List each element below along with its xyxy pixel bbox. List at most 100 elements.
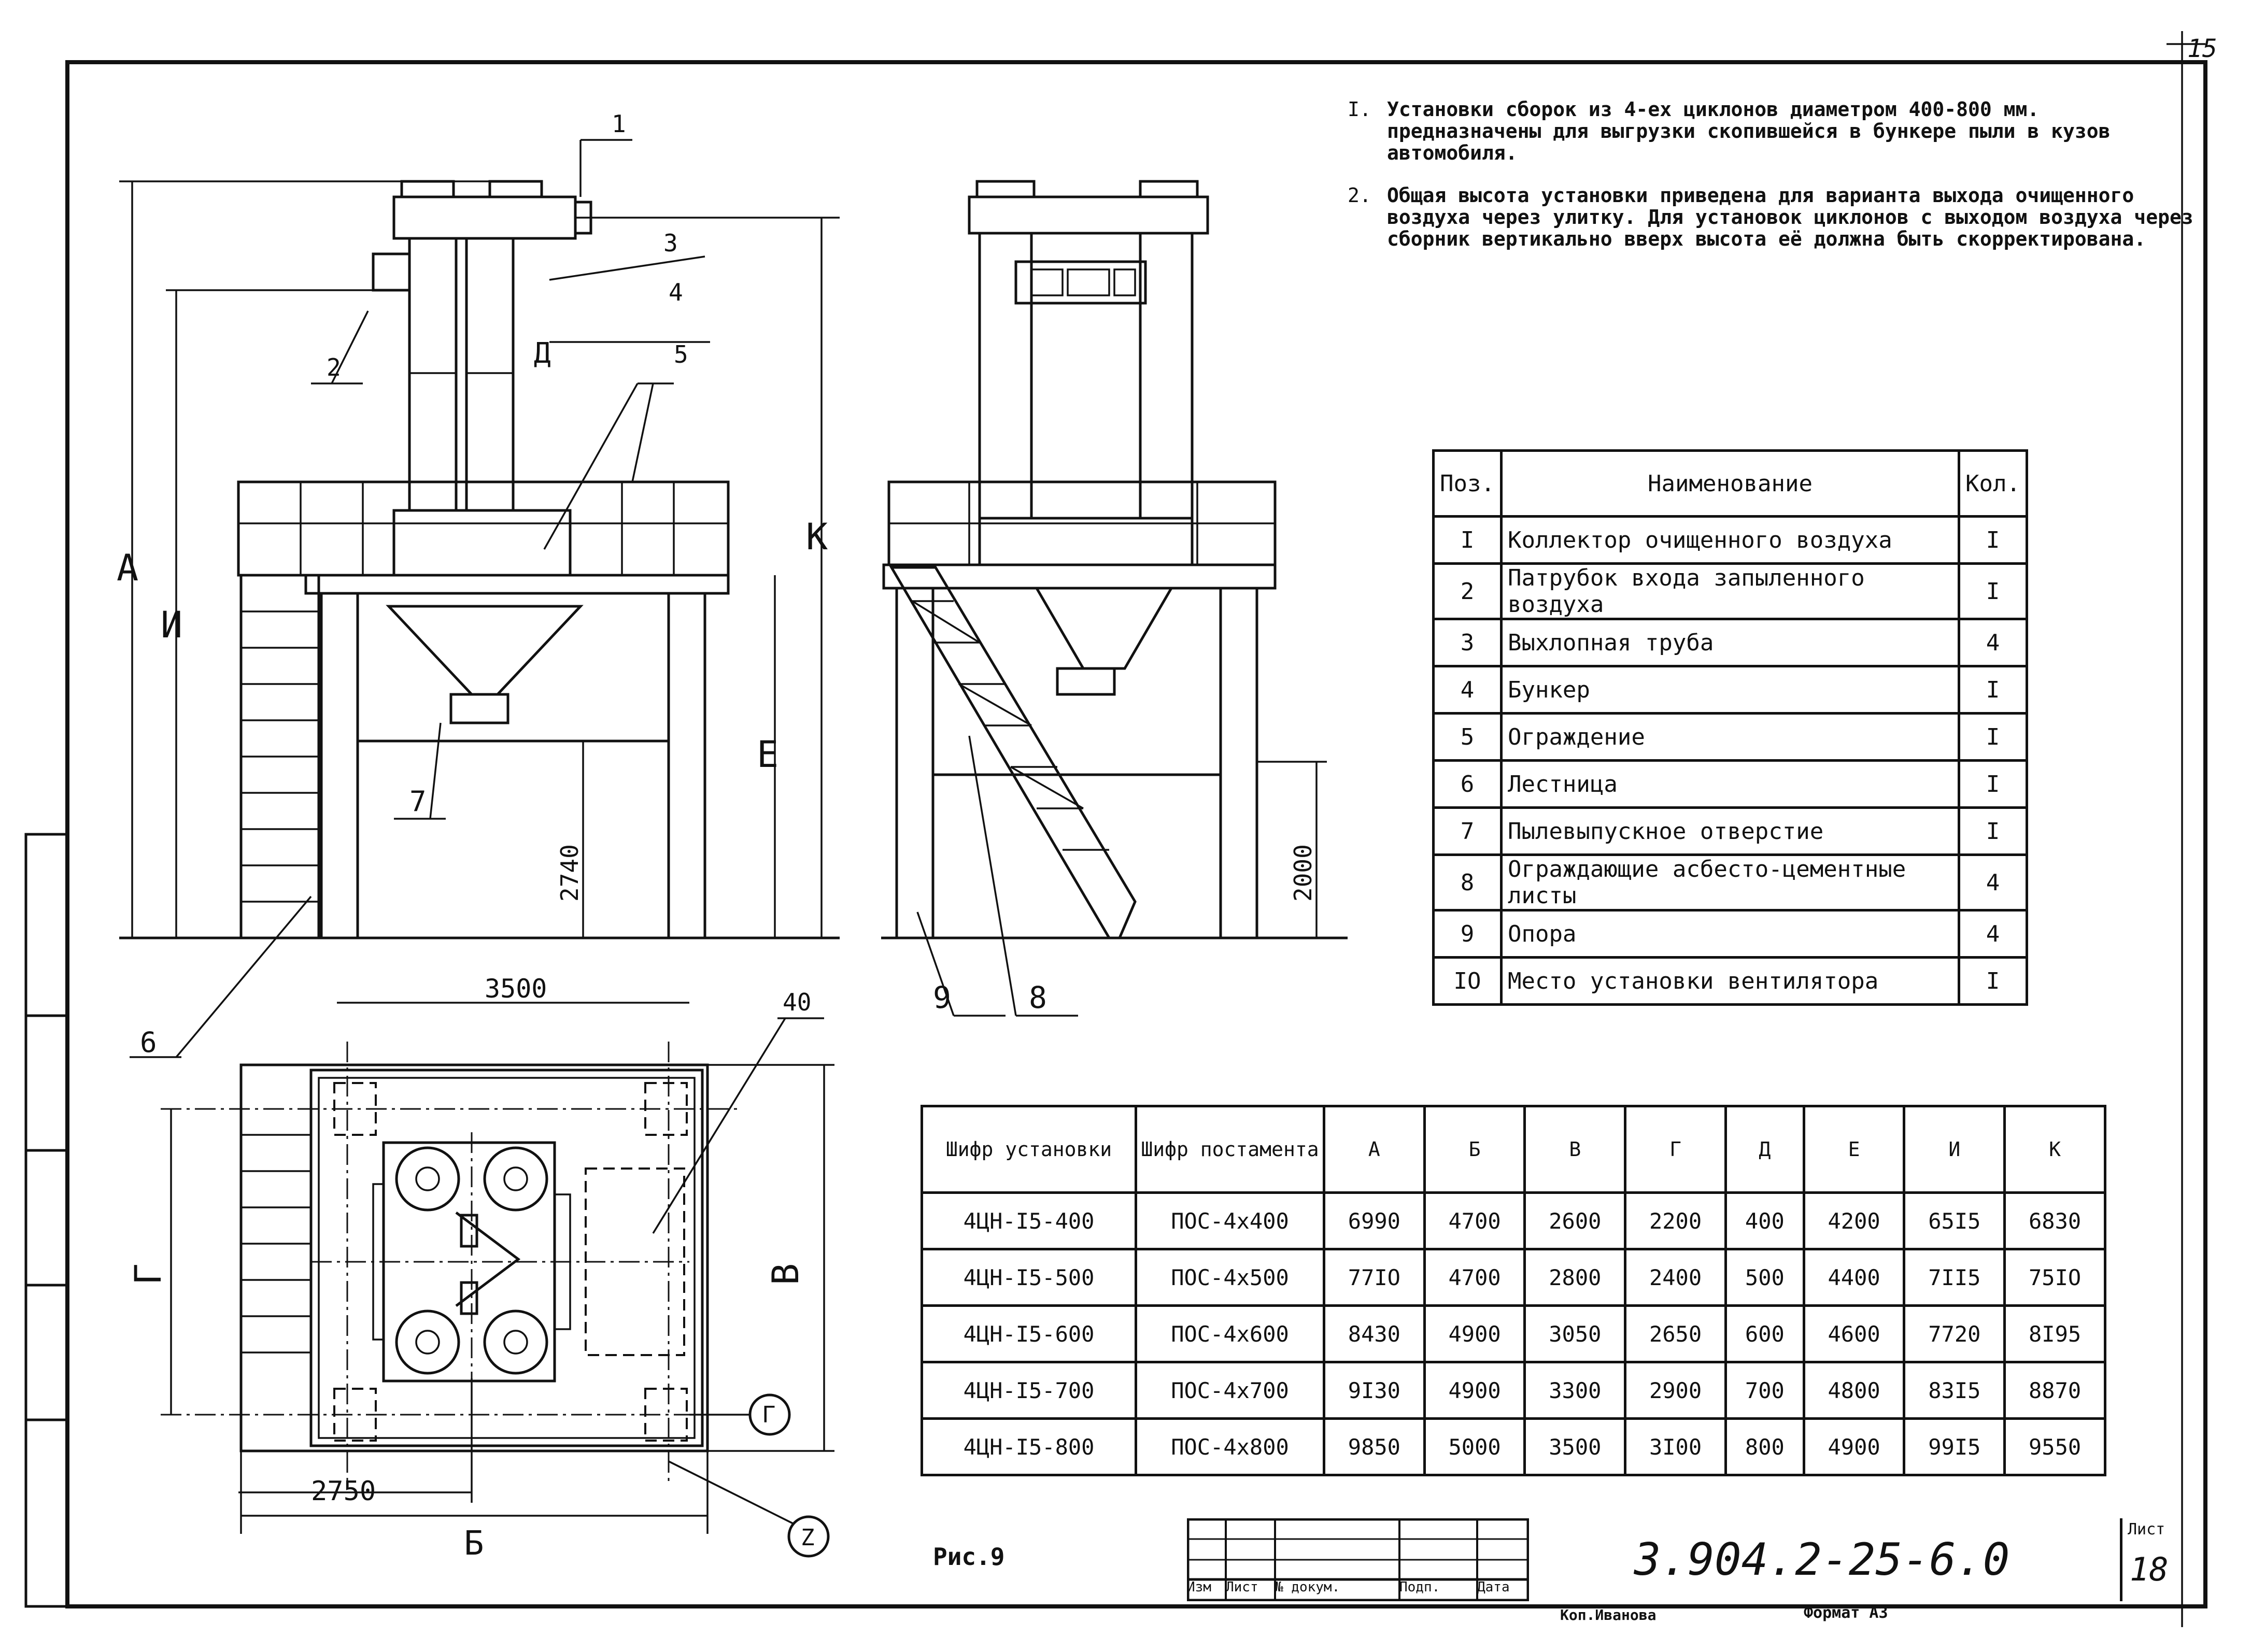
part-qty: I bbox=[1958, 956, 2028, 1006]
dim-I: И bbox=[161, 604, 182, 646]
cell: 9550 bbox=[2003, 1417, 2106, 1476]
cell: 4800 bbox=[1802, 1361, 1906, 1420]
cell: 4ЦН-I5-600 bbox=[921, 1304, 1137, 1363]
figure-label: Рис.9 bbox=[933, 1543, 1004, 1571]
axis-mark-G: Г bbox=[762, 1402, 776, 1428]
dim-3500: 3500 bbox=[485, 974, 547, 1004]
label-izm: Изм bbox=[1187, 1579, 1211, 1595]
dim-A: А bbox=[117, 547, 138, 589]
dim-2740: 2740 bbox=[556, 844, 584, 902]
dim-B: Б bbox=[464, 1525, 484, 1563]
part-name: Бункер bbox=[1499, 665, 1961, 715]
label-sign: Подп. bbox=[1399, 1579, 1440, 1595]
part-name: Патрубок входа запыленного воздуха bbox=[1499, 562, 1961, 620]
cell: 6830 bbox=[2003, 1191, 2106, 1250]
note-number: 2. bbox=[1348, 184, 1371, 207]
revision-labels: Изм Лист № докум. Подп. Дата bbox=[1187, 1579, 1529, 1595]
dim-K: К bbox=[806, 516, 828, 558]
cell: 65I5 bbox=[1903, 1191, 2006, 1250]
header-G: Г bbox=[1624, 1105, 1727, 1194]
header-D: Д bbox=[1724, 1105, 1805, 1194]
part-qty: 4 bbox=[1958, 909, 2028, 959]
cell: 7II5 bbox=[1903, 1248, 2006, 1307]
front-elevation bbox=[119, 139, 840, 1058]
part-name: Ограждающие асбесто-цементные листы bbox=[1499, 853, 1961, 912]
cell: 75IO bbox=[2003, 1248, 2106, 1307]
part-qty: I bbox=[1958, 665, 2028, 715]
cell: 3050 bbox=[1523, 1304, 1627, 1363]
header-A: А bbox=[1323, 1105, 1426, 1194]
header-pos: Поз. bbox=[1432, 449, 1503, 518]
part-qty: 4 bbox=[1958, 853, 2028, 912]
callout-7: 7 bbox=[409, 785, 427, 818]
cell: ПОС-4х600 bbox=[1135, 1304, 1325, 1363]
drawing-code: 3.904.2-25-6.0 bbox=[1634, 1534, 2010, 1586]
note-text: Общая высота установки приведена для вар… bbox=[1387, 184, 2193, 250]
cell: 4ЦН-I5-700 bbox=[921, 1361, 1137, 1420]
dim-G: Г bbox=[127, 1263, 169, 1285]
cell: 8430 bbox=[1323, 1304, 1426, 1363]
part-pos: I bbox=[1432, 515, 1503, 565]
label-list: Лист bbox=[1226, 1579, 1258, 1595]
part-pos: 7 bbox=[1432, 806, 1503, 856]
note-text: Установки сборок из 4-ех циклонов диамет… bbox=[1387, 98, 2111, 164]
part-name: Ограждение bbox=[1499, 712, 1961, 762]
header-name: Наименование bbox=[1499, 449, 1961, 518]
callout-6: 6 bbox=[140, 1026, 157, 1059]
plan-view bbox=[161, 1017, 834, 1558]
paper-format: Формат А3 bbox=[1804, 1604, 1888, 1622]
cell: 600 bbox=[1724, 1304, 1805, 1363]
spec-header-row: Шифр установки Шифр постамента А Б В Г Д… bbox=[921, 1105, 2106, 1194]
note-1: I. Установки сборок из 4-ех циклонов диа… bbox=[1348, 98, 2198, 164]
sheet-box: Лист 18 bbox=[2120, 1518, 2179, 1601]
label-date: Дата bbox=[1477, 1579, 1510, 1595]
callout-4: 4 bbox=[669, 278, 683, 306]
part-name: Лестница bbox=[1499, 759, 1961, 809]
part-name: Место установки вентилятора bbox=[1499, 956, 1961, 1006]
callout-40: 40 bbox=[783, 988, 811, 1016]
part-pos: 5 bbox=[1432, 712, 1503, 762]
cell: 4400 bbox=[1802, 1248, 1906, 1307]
header-V: В bbox=[1523, 1105, 1627, 1194]
cell: 7720 bbox=[1903, 1304, 2006, 1363]
cell: 2200 bbox=[1624, 1191, 1727, 1250]
note-number: I. bbox=[1348, 98, 1371, 121]
parts-header-row: Поз. Наименование Кол. bbox=[1432, 449, 2028, 518]
cell: 77IO bbox=[1323, 1248, 1426, 1307]
label-doc: № докум. bbox=[1275, 1579, 1340, 1595]
cell: 500 bbox=[1724, 1248, 1805, 1307]
part-qty: 4 bbox=[1958, 618, 2028, 667]
cell: 99I5 bbox=[1903, 1417, 2006, 1476]
part-pos: 6 bbox=[1432, 759, 1503, 809]
cell: 8870 bbox=[2003, 1361, 2106, 1420]
cell: 2800 bbox=[1523, 1248, 1627, 1307]
cell: ПОС-4х700 bbox=[1135, 1361, 1325, 1420]
cell: 4900 bbox=[1423, 1304, 1526, 1363]
corner-page-number: 15 bbox=[2187, 34, 2217, 63]
cell: 4600 bbox=[1802, 1304, 1906, 1363]
cell: 2600 bbox=[1523, 1191, 1627, 1250]
axis-mark-Z: Z bbox=[801, 1525, 815, 1551]
cell: 400 bbox=[1724, 1191, 1805, 1250]
part-qty: I bbox=[1958, 806, 2028, 856]
cell: 3300 bbox=[1523, 1361, 1627, 1420]
cell: 9I30 bbox=[1323, 1361, 1426, 1420]
cell: 4700 bbox=[1423, 1248, 1526, 1307]
cell: 4ЦН-I5-500 bbox=[921, 1248, 1137, 1307]
part-pos: 3 bbox=[1432, 618, 1503, 667]
part-pos: 9 bbox=[1432, 909, 1503, 959]
copied-by: Коп.Иванова bbox=[1560, 1606, 1657, 1623]
cell: 4700 bbox=[1423, 1191, 1526, 1250]
header-B: Б bbox=[1423, 1105, 1526, 1194]
cell: ПОС-4х500 bbox=[1135, 1248, 1325, 1307]
cell: 4900 bbox=[1423, 1361, 1526, 1420]
